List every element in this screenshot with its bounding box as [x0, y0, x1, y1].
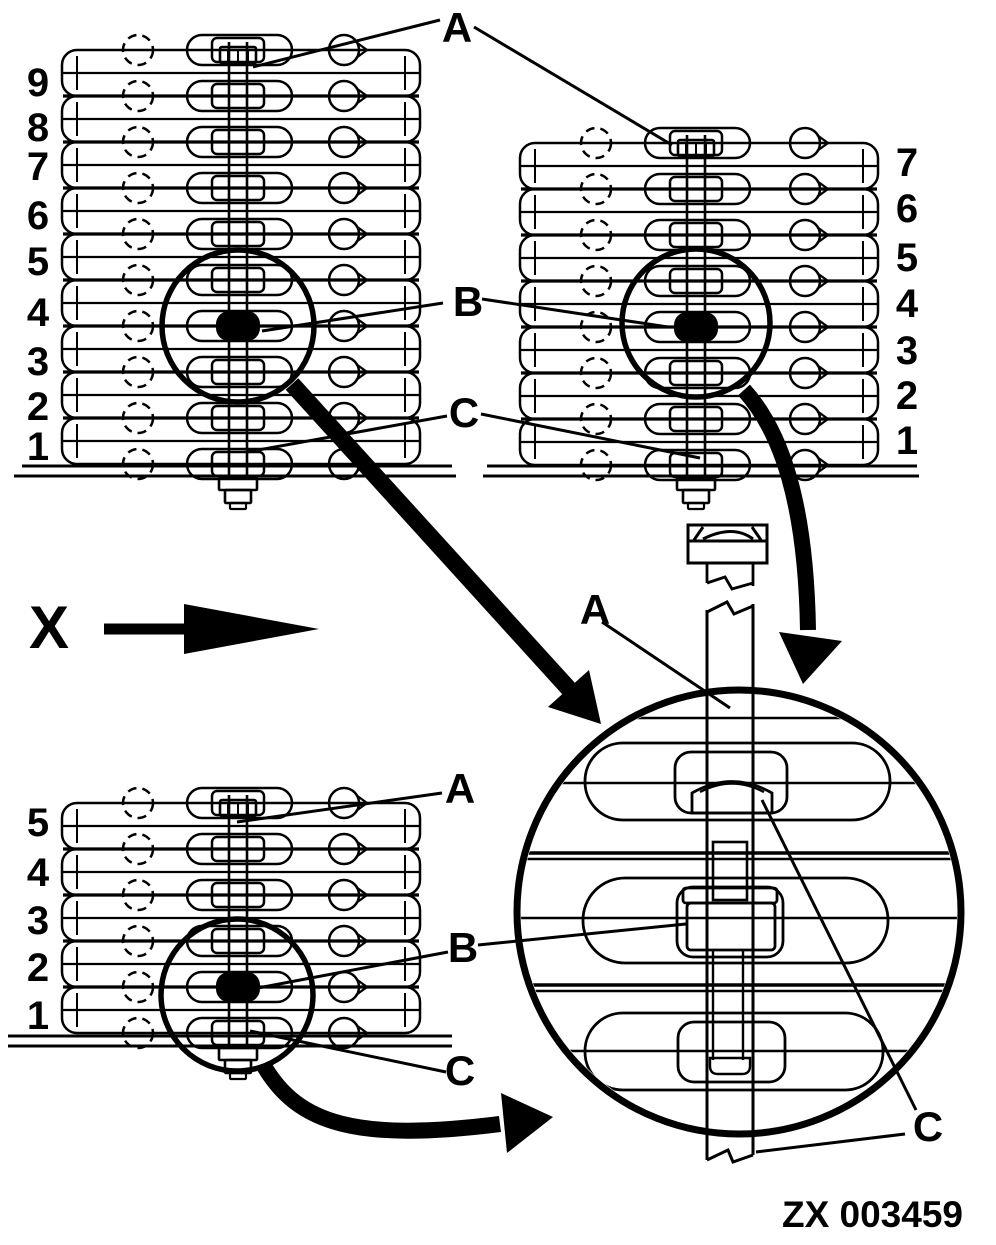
spacer-block	[711, 840, 749, 902]
center-bolt-head	[686, 523, 769, 591]
leaf-number: 9	[27, 61, 49, 105]
callout-a-lower: A	[445, 765, 475, 812]
leader-c-to-detail-washer	[760, 799, 918, 1111]
dome-washer	[690, 780, 774, 815]
inspection-circle	[159, 247, 317, 405]
zoom-arrow-top-right	[738, 384, 816, 631]
callout-a-upper: A	[442, 4, 472, 51]
leaf-number: 4	[27, 851, 50, 895]
leaf-number: 3	[27, 899, 49, 943]
callout-c-upper: C	[449, 389, 479, 436]
inspection-circle	[158, 916, 316, 1074]
leader-c-to-top-right	[480, 412, 701, 460]
callout-a-detail: A	[580, 586, 610, 633]
callout-c-lower: C	[445, 1047, 475, 1094]
leader-c-to-bottom-left	[249, 1029, 447, 1074]
leaf-number: 7	[27, 145, 49, 189]
center-bolt-shank	[705, 600, 755, 1164]
clip-middle	[675, 885, 785, 959]
leaf-number: 4	[27, 291, 50, 335]
leaf-number: 8	[27, 106, 49, 150]
leaf-number: 1	[27, 994, 49, 1038]
bolt-end-washer	[708, 1056, 752, 1076]
leader-a-to-detail-bolt	[601, 620, 731, 710]
callout-c-detail: C	[913, 1103, 943, 1150]
zoom-arrow-top-left	[285, 378, 576, 695]
leader-a-to-top-left	[252, 18, 441, 69]
leader-a-to-bottom-left	[236, 791, 443, 824]
leaf-number: 1	[27, 425, 49, 469]
leader-a-to-top-right	[473, 25, 673, 147]
leaf-number: 6	[27, 194, 49, 238]
leaf-number: 2	[27, 946, 49, 990]
view-direction-label: X	[29, 594, 69, 661]
leader-c-to-top-left	[246, 414, 448, 454]
callout-leader-lines	[236, 18, 918, 1154]
callout-b-upper: B	[453, 278, 483, 325]
leaf-number: 5	[896, 236, 918, 280]
leaf-number: 2	[27, 385, 49, 429]
detail-leaf-lines	[521, 716, 957, 1092]
zoom-arrow-bottom-left	[257, 1061, 501, 1139]
leaf-number: 3	[896, 329, 918, 373]
leaf-number: 5	[27, 240, 49, 284]
leaf-number: 1	[896, 419, 918, 463]
slot-lower	[583, 1011, 885, 1092]
leader-b-to-top-left	[261, 301, 444, 333]
leaf-number: 7	[896, 141, 918, 185]
leader-b-to-detail-nut	[477, 922, 687, 947]
leaf-number: 4	[896, 282, 919, 326]
leaf-number: 5	[27, 801, 49, 845]
leaf-number: 6	[896, 187, 918, 231]
detail-circle-outline	[513, 686, 965, 1138]
figure-code: ZX 003459	[782, 1194, 963, 1235]
leaf-number: 3	[27, 340, 49, 384]
leader-b-to-top-right	[481, 297, 669, 329]
leaf-number: 2	[896, 374, 918, 418]
leader-c-to-detail-bolt-end	[755, 1132, 906, 1154]
leader-b-to-bottom-left	[257, 950, 449, 990]
slot-middle	[581, 876, 890, 965]
clip-lower	[676, 1020, 787, 1084]
magnified-detail-circle	[513, 523, 965, 1164]
callout-b-lower: B	[448, 924, 478, 971]
inspection-circle	[619, 246, 773, 400]
slot-upper	[583, 741, 892, 822]
